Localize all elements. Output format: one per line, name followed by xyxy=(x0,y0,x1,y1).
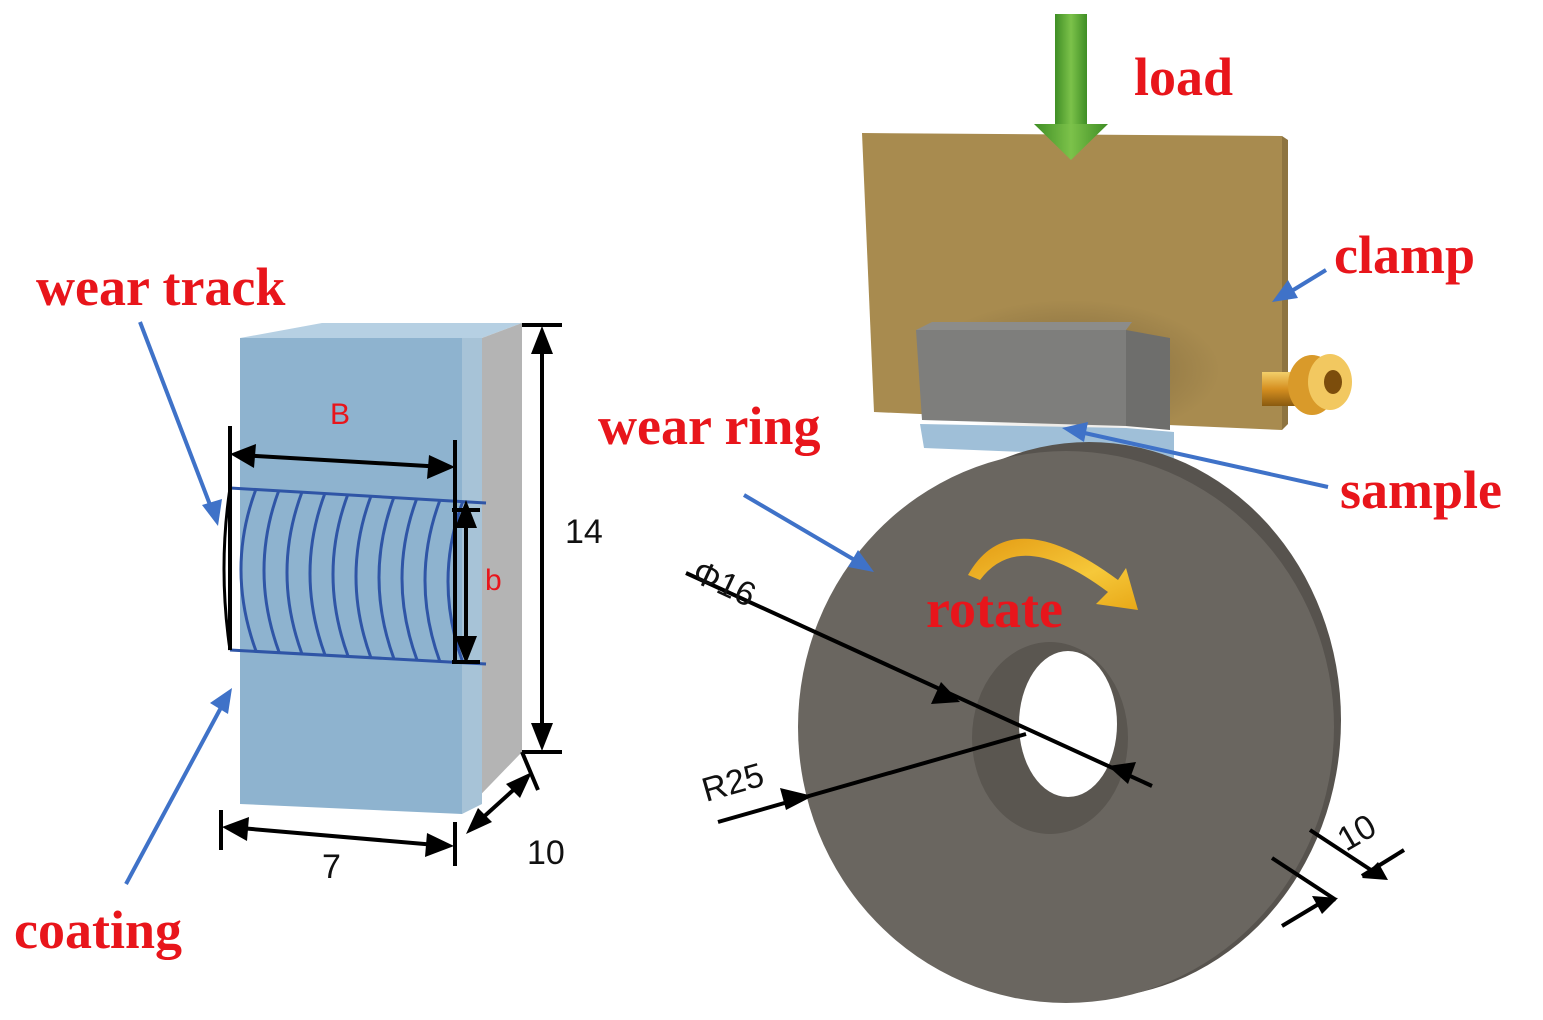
load-arrow xyxy=(1034,14,1108,160)
clamp-screw xyxy=(1262,354,1352,415)
inner-diameter-label: Φ16 xyxy=(687,553,762,615)
block-front-face xyxy=(240,338,462,814)
rotate-label: rotate xyxy=(926,579,1063,639)
sample-pointer xyxy=(1062,422,1329,489)
coating-label: coating xyxy=(14,900,182,960)
dimension-block-width: 7 xyxy=(219,810,457,886)
wear-track-pointer xyxy=(138,321,222,526)
sample xyxy=(916,322,1174,458)
dimension-track-width: b xyxy=(452,500,502,664)
load-label: load xyxy=(1134,47,1233,107)
wear-ring-pointer xyxy=(742,493,874,572)
dimension-track-length: B xyxy=(228,398,457,664)
outer-radius-label: R25 xyxy=(698,756,768,810)
sample-front xyxy=(916,330,1126,426)
rotate-arrow xyxy=(968,538,1138,610)
clamp-label: clamp xyxy=(1334,225,1475,285)
clamp-pointer xyxy=(1272,268,1328,302)
track-width-label: b xyxy=(485,564,502,597)
sample-side xyxy=(1126,330,1170,430)
sample-label: sample xyxy=(1340,460,1502,520)
coating-pointer xyxy=(124,688,232,885)
wear-track-label: wear track xyxy=(36,257,285,317)
clamp-side xyxy=(1282,136,1288,430)
coating-edge xyxy=(462,338,482,814)
wear-ring-label: wear ring xyxy=(598,396,820,456)
sample-top xyxy=(916,322,1132,330)
ring-bore xyxy=(1019,651,1117,797)
dimension-block-height: 14 xyxy=(522,323,603,754)
block-top-face xyxy=(240,323,522,338)
coated-block xyxy=(240,323,522,814)
block-depth-label: 10 xyxy=(527,834,565,872)
block-width-label: 7 xyxy=(322,848,341,886)
wear-track xyxy=(222,486,487,666)
block-height-label: 14 xyxy=(565,513,603,551)
dimension-block-depth: 10 xyxy=(466,751,565,872)
track-length-label: B xyxy=(330,398,350,431)
wear-ring xyxy=(798,442,1341,1003)
